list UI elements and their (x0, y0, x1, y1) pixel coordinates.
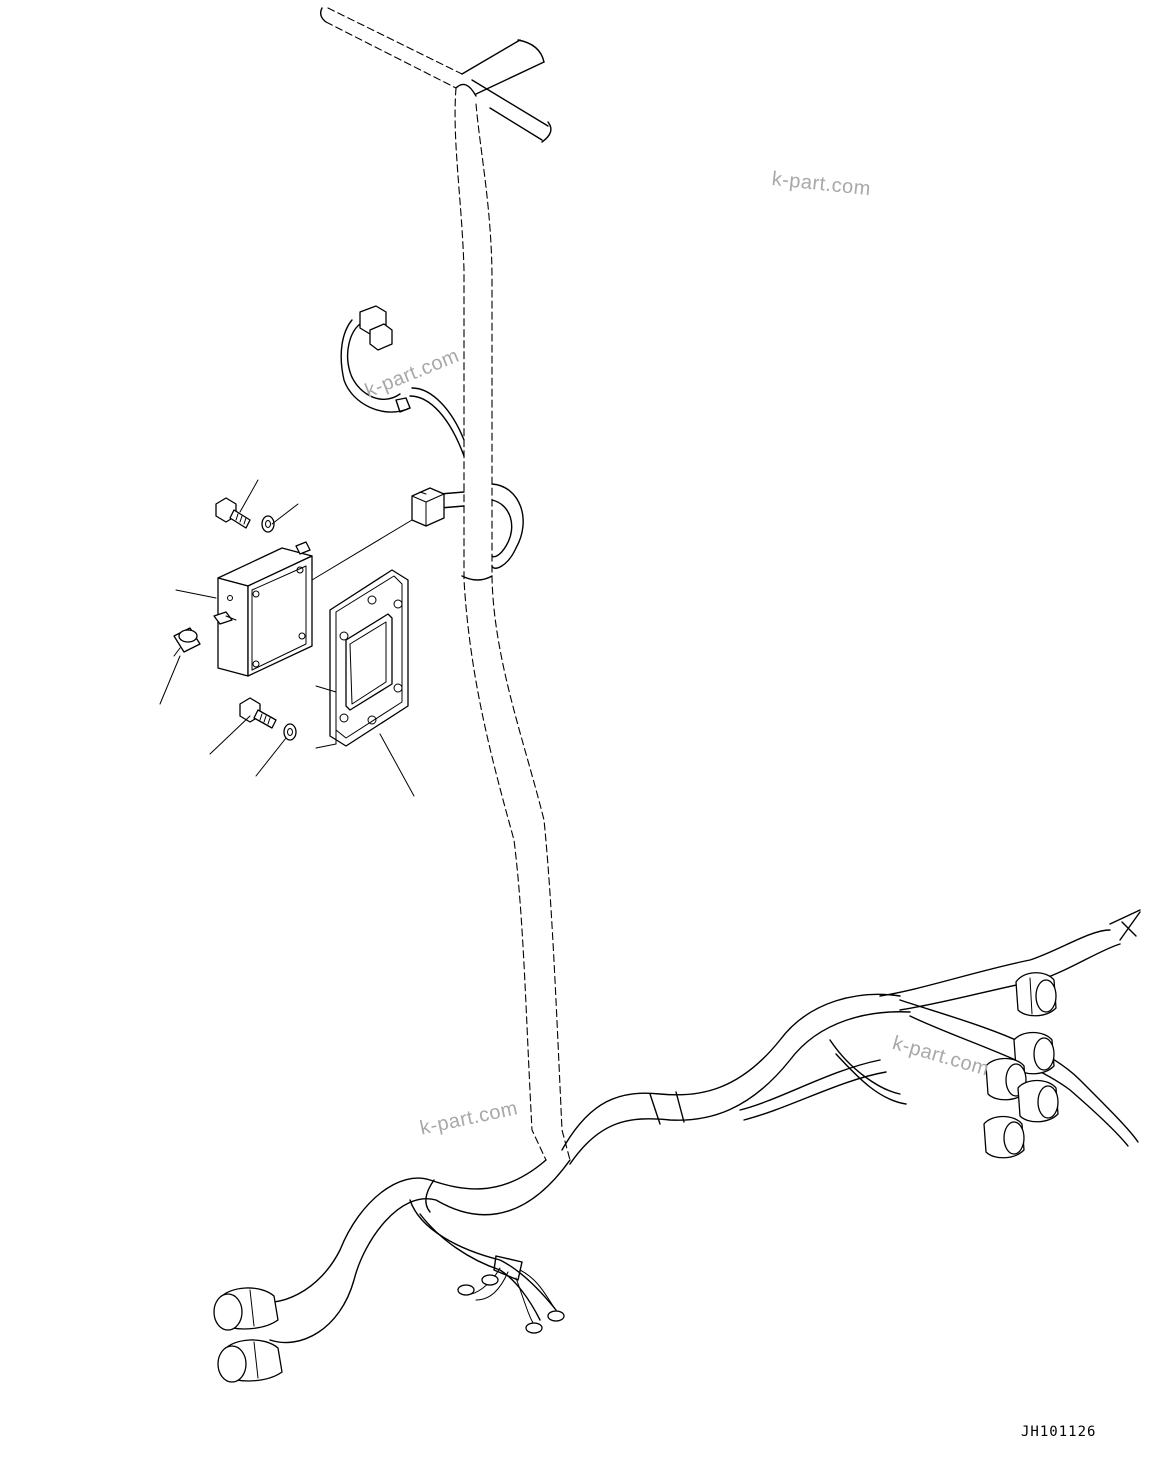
leader-lines (159, 479, 415, 797)
bolt-lower (239, 697, 277, 729)
round-connector-left-lower (217, 1339, 283, 1383)
harness-loop (439, 483, 524, 569)
relay-connector (411, 487, 445, 527)
toggle-knob (173, 627, 201, 657)
upper-branch (340, 305, 465, 457)
bolt-upper (215, 497, 251, 529)
right-branch (561, 909, 1141, 1165)
frame-member-top (319, 7, 552, 143)
mounting-plate (315, 569, 409, 749)
round-connector-right-1 (1015, 972, 1057, 1017)
drawing-code: JH101126 (1021, 1424, 1097, 1440)
switch-box (213, 519, 413, 677)
round-connector-right-4 (1017, 1079, 1059, 1123)
round-connector-right-2 (1013, 1031, 1055, 1075)
lower-left-branch (249, 1159, 571, 1344)
washer-lower (283, 723, 297, 741)
round-connector-left-upper (213, 1287, 279, 1331)
harness-trunk (454, 83, 571, 1161)
washer-upper (261, 515, 275, 533)
round-connector-right-5 (983, 1115, 1025, 1159)
